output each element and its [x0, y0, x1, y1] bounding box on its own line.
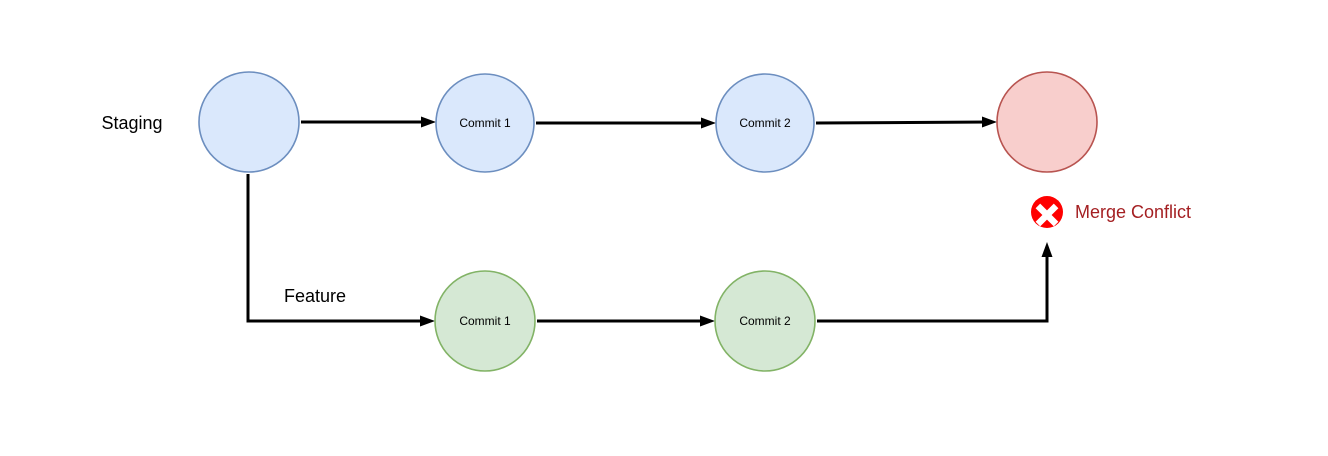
node-label: Commit 1: [459, 116, 511, 130]
node-circle[interactable]: [715, 73, 815, 173]
branch-label-feature: Feature: [284, 286, 346, 306]
node-label: Commit 1: [459, 314, 511, 328]
branch-label-staging: Staging: [101, 113, 162, 133]
node-circle[interactable]: [434, 270, 536, 372]
node-label: Commit 2: [739, 116, 791, 130]
arrow-head-right: [982, 116, 997, 128]
node-circle[interactable]: [435, 73, 535, 173]
node-circle[interactable]: [996, 71, 1098, 173]
edge-staging-commit2-to-merge: [815, 116, 997, 128]
arrow-head-right: [700, 315, 715, 327]
arrow-head-right: [701, 117, 716, 129]
node-label: Commit 2: [739, 314, 791, 328]
arrow-head-up: [1041, 242, 1053, 257]
edge-staging-commit1-to-commit2: [536, 117, 716, 129]
node-feature-commit-1[interactable]: Commit 1: [434, 270, 536, 372]
edge-feature-commit1-to-commit2: [537, 315, 715, 327]
node-feature-commit-2[interactable]: Commit 2: [714, 270, 816, 372]
node-staging-root[interactable]: [198, 71, 300, 173]
arrow-head-right: [421, 116, 436, 128]
node-staging-commit-1[interactable]: Commit 1: [435, 73, 535, 173]
node-circle[interactable]: [714, 270, 816, 372]
edge-staging-branch-to-feature: [246, 174, 435, 327]
edge-line: [817, 249, 1049, 323]
edge-feature-commit2-to-conflict: [817, 242, 1053, 323]
merge-conflict-label: Merge Conflict: [1075, 202, 1191, 222]
merge-conflict-marker: Merge Conflict: [1031, 196, 1191, 228]
arrow-head-right: [420, 315, 435, 327]
node-circle[interactable]: [198, 71, 300, 173]
edges-layer: [246, 116, 1053, 327]
edge-line: [246, 174, 428, 323]
node-staging-commit-2[interactable]: Commit 2: [715, 73, 815, 173]
branch-labels-layer: Staging Feature: [101, 113, 346, 306]
edge-line: [815, 120, 991, 125]
error-x-icon: [1031, 196, 1063, 228]
error-x-icon-glyph: [1035, 203, 1059, 227]
edge-staging-root-to-commit1: [301, 116, 436, 128]
node-staging-merge-target[interactable]: [996, 71, 1098, 173]
nodes-layer: Commit 1 Commit 2 Commit 1 Commit 2: [198, 71, 1098, 372]
